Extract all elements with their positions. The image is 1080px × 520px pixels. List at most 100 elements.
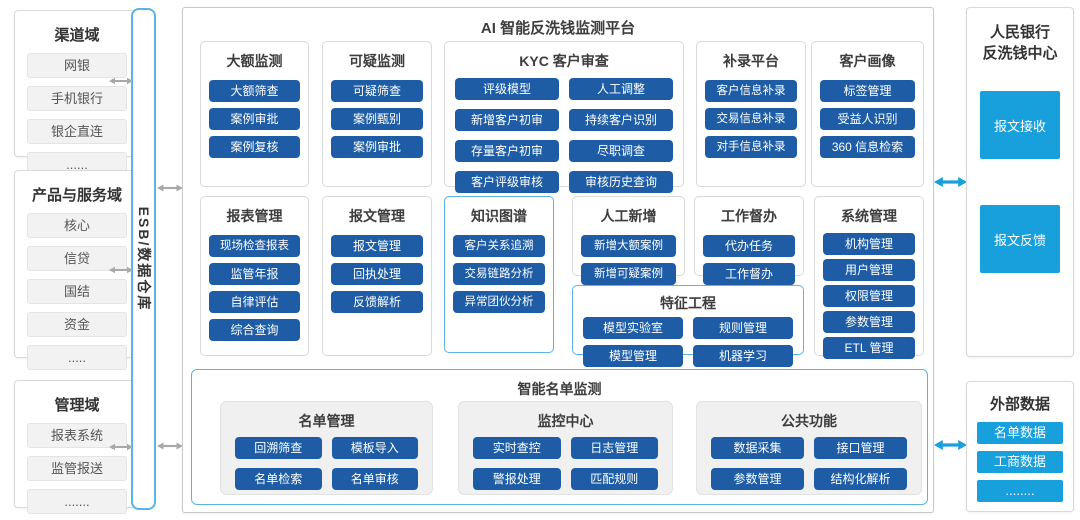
pboc-aml-center-box: 人民银行 反洗钱中心 报文接收 报文反馈 bbox=[966, 7, 1074, 357]
external-data-box: 外部数据 名单数据 工商数据 ........ bbox=[966, 381, 1074, 512]
module-button: 名单检索 bbox=[235, 468, 322, 490]
smart-list-monitoring-box: 智能名单监测 名单管理 回溯筛查 模板导入 名单检索 名单审核 监控中心 实时查… bbox=[191, 369, 928, 505]
esb-data-warehouse-bar: ESB/数据仓库 bbox=[131, 8, 156, 510]
module-button: 异常团伙分析 bbox=[453, 291, 545, 313]
module-button: 综合查询 bbox=[209, 319, 300, 341]
esb-platform-arrow-icon bbox=[157, 181, 183, 195]
group-customer-profile: 客户画像 标签管理 受益人识别 360 信息检索 bbox=[811, 41, 924, 187]
pboc-title-line1: 人民银行 bbox=[989, 24, 1050, 41]
external-data-item: 工商数据 bbox=[977, 451, 1063, 473]
module-button: 代办任务 bbox=[703, 235, 795, 257]
group-title: 大额监测 bbox=[226, 53, 283, 69]
module-button: 新增大额案例 bbox=[581, 235, 676, 257]
module-button: 案例复核 bbox=[209, 136, 300, 158]
module-button: 审核历史查询 bbox=[569, 171, 673, 193]
platform-title: AI 智能反洗钱监测平台 bbox=[480, 20, 636, 37]
esb-listmonitor-arrow-icon bbox=[157, 439, 183, 453]
group-message-management: 报文管理 报文管理 回执处理 反馈解析 bbox=[322, 196, 432, 356]
module-button: 参数管理 bbox=[711, 468, 804, 490]
module-button: 机器学习 bbox=[693, 345, 793, 367]
channel-item: 网银 bbox=[27, 53, 127, 78]
group-title: 人工新增 bbox=[600, 208, 657, 224]
module-button: 持续客户识别 bbox=[569, 109, 673, 131]
group-title: 公共功能 bbox=[781, 413, 837, 429]
module-button: 交易链路分析 bbox=[453, 263, 545, 285]
module-button: 新增可疑案例 bbox=[581, 263, 676, 285]
module-button: 工作督办 bbox=[703, 263, 795, 285]
module-button: 客户关系追溯 bbox=[453, 235, 545, 257]
module-button: 对手信息补录 bbox=[705, 136, 797, 158]
module-button: 新增客户初审 bbox=[455, 109, 559, 131]
group-title: 补录平台 bbox=[723, 53, 779, 69]
group-work-supervision: 工作督办 代办任务 工作督办 bbox=[694, 196, 804, 285]
product-item: 资金 bbox=[27, 312, 127, 337]
module-button: 名单审核 bbox=[331, 468, 418, 490]
module-button: 大额筛查 bbox=[209, 80, 300, 102]
module-button: ETL 管理 bbox=[823, 337, 915, 359]
module-button: 可疑筛查 bbox=[331, 80, 423, 102]
platform-pboc-arrow-icon bbox=[934, 172, 967, 192]
module-button: 结构化解析 bbox=[814, 468, 907, 490]
module-button: 反馈解析 bbox=[331, 291, 423, 313]
module-button: 回溯筛查 bbox=[235, 437, 322, 459]
module-button: 匹配规则 bbox=[570, 468, 658, 490]
group-title: 工作督办 bbox=[721, 208, 777, 224]
module-button: 自律评估 bbox=[209, 291, 300, 313]
external-data-item: 名单数据 bbox=[977, 422, 1063, 444]
module-button: 尽职调查 bbox=[569, 140, 673, 162]
product-item: 国结 bbox=[27, 279, 127, 304]
external-data-title: 外部数据 bbox=[989, 396, 1050, 413]
platform-external-arrow-icon bbox=[934, 435, 967, 455]
subgroup-common-functions: 公共功能 数据采集 接口管理 参数管理 结构化解析 bbox=[696, 401, 922, 495]
management-item: 报表系统 bbox=[27, 423, 127, 448]
group-title: 报文管理 bbox=[349, 208, 405, 224]
module-button: 客户信息补录 bbox=[705, 80, 797, 102]
group-large-amount-monitoring: 大额监测 大额筛查 案例审批 案例复核 bbox=[200, 41, 309, 187]
module-button: 规则管理 bbox=[693, 317, 793, 339]
group-suspicious-monitoring: 可疑监测 可疑筛查 案例甄别 案例审批 bbox=[322, 41, 432, 187]
product-service-domain-box: 产品与服务域 核心 信贷 国结 资金 ..... bbox=[14, 170, 140, 370]
module-button: 回执处理 bbox=[331, 263, 423, 285]
module-button: 模板导入 bbox=[331, 437, 418, 459]
subgroup-list-management: 名单管理 回溯筛查 模板导入 名单检索 名单审核 bbox=[220, 401, 433, 495]
module-button: 机构管理 bbox=[823, 233, 915, 255]
management-item-more: ....... bbox=[27, 489, 127, 514]
module-button: 用户管理 bbox=[823, 259, 915, 281]
group-title: 报表管理 bbox=[226, 208, 283, 224]
ai-aml-platform-box: AI 智能反洗钱监测平台 大额监测 大额筛查 案例审批 案例复核 可疑监测 可疑… bbox=[182, 7, 934, 513]
group-title: 知识图谱 bbox=[471, 208, 527, 224]
external-data-item-more: ........ bbox=[977, 480, 1063, 502]
channel-esb-arrow-icon bbox=[109, 74, 133, 88]
group-title: 监控中心 bbox=[537, 413, 594, 429]
channel-item: 银企直连 bbox=[27, 119, 127, 144]
module-button: 权限管理 bbox=[823, 285, 915, 307]
pboc-title-line2: 反洗钱中心 bbox=[982, 45, 1058, 62]
group-supplement-platform: 补录平台 客户信息补录 交易信息补录 对手信息补录 bbox=[696, 41, 806, 187]
module-button: 标签管理 bbox=[820, 80, 915, 102]
management-domain-box: 管理域 报表系统 监管报送 ....... bbox=[14, 380, 140, 514]
channel-domain-box: 渠道域 网银 手机银行 银企直连 ...... bbox=[14, 10, 140, 177]
module-button: 受益人识别 bbox=[820, 108, 915, 130]
module-button: 案例甄别 bbox=[331, 108, 423, 130]
subgroup-monitor-center: 监控中心 实时查控 日志管理 警报处理 匹配规则 bbox=[458, 401, 673, 495]
group-knowledge-graph: 知识图谱 客户关系追溯 交易链路分析 异常团伙分析 bbox=[444, 196, 554, 353]
module-button: 警报处理 bbox=[473, 468, 561, 490]
group-title: 可疑监测 bbox=[349, 53, 405, 69]
group-title: 系统管理 bbox=[841, 208, 897, 224]
module-button: 案例审批 bbox=[209, 108, 300, 130]
message-receive-block: 报文接收 bbox=[980, 91, 1060, 159]
module-button: 人工调整 bbox=[569, 78, 673, 100]
pboc-title: 人民银行 反洗钱中心 bbox=[967, 8, 1073, 64]
management-item: 监管报送 bbox=[27, 456, 127, 481]
module-button: 评级模型 bbox=[455, 78, 559, 100]
module-button: 模型实验室 bbox=[583, 317, 683, 339]
module-button: 现场检查报表 bbox=[209, 235, 300, 257]
module-button: 存量客户初审 bbox=[455, 140, 559, 162]
management-esb-arrow-icon bbox=[109, 440, 133, 454]
group-manual-add: 人工新增 新增大额案例 新增可疑案例 bbox=[572, 196, 685, 285]
module-button: 交易信息补录 bbox=[705, 108, 797, 130]
product-item: 信贷 bbox=[27, 246, 127, 271]
module-button: 模型管理 bbox=[583, 345, 683, 367]
product-esb-arrow-icon bbox=[109, 263, 133, 277]
channel-item: 手机银行 bbox=[27, 86, 127, 111]
